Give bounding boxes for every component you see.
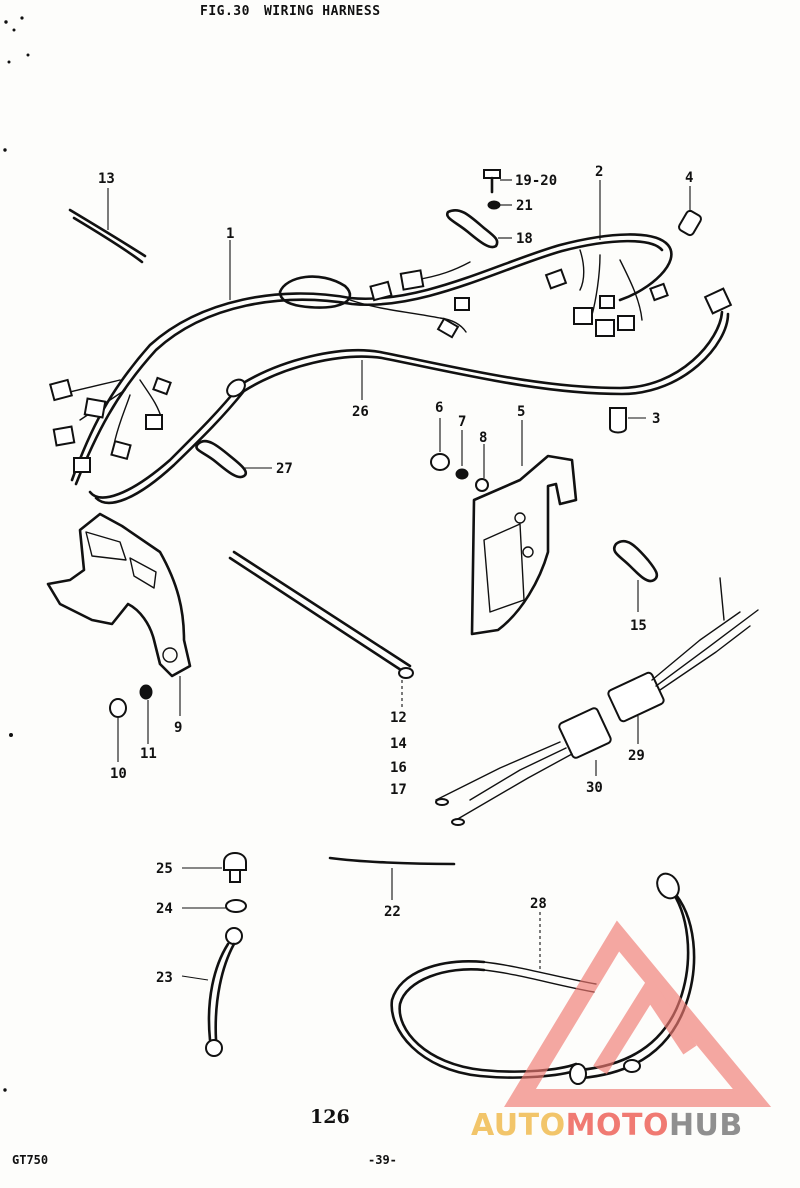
- watermark-logo-icon: [504, 920, 772, 1107]
- page-number: 126: [310, 1106, 350, 1128]
- callout-12: 12: [390, 710, 407, 726]
- cable-tie-22: [328, 856, 456, 866]
- watermark-part-hub: HUB: [668, 1108, 743, 1143]
- callout-5: 5: [517, 404, 525, 420]
- callout-6: 6: [435, 400, 443, 416]
- callout-28: 28: [530, 896, 547, 912]
- callout-15: 15: [630, 618, 647, 634]
- nut-8: [475, 478, 489, 492]
- cap-3: [609, 407, 627, 434]
- secondary-harness: [88, 310, 730, 505]
- washer-11: [139, 684, 153, 700]
- bracket-5: [470, 454, 578, 636]
- main-wiring-harness: [49, 233, 733, 486]
- callout-16: 16: [390, 760, 407, 776]
- watermark-part-auto: AUTO: [471, 1108, 566, 1143]
- callout-26: 26: [352, 404, 369, 420]
- washer-21: [487, 200, 501, 210]
- callout-30: 30: [586, 780, 603, 796]
- scan-speckles: [3, 16, 30, 1092]
- leader-lines: [107, 179, 691, 981]
- callout-1: 1: [226, 226, 234, 242]
- rod-12: [228, 550, 414, 679]
- callout-8: 8: [479, 430, 487, 446]
- ground-wire-23: [205, 927, 243, 1057]
- bulb-4: [678, 209, 702, 237]
- callout-13: 13: [98, 171, 115, 187]
- cable-band-13: [68, 208, 147, 264]
- callout-29: 29: [628, 748, 645, 764]
- watermark-part-moto: MOTO: [565, 1108, 669, 1143]
- callout-4: 4: [685, 170, 693, 186]
- callout-17: 17: [390, 782, 407, 798]
- bolt-6: [430, 453, 450, 471]
- callout-21: 21: [516, 198, 533, 214]
- clamp-27: [195, 439, 248, 479]
- callout-22: 22: [384, 904, 401, 920]
- bolt-25: [223, 852, 247, 883]
- callout-18: 18: [516, 231, 533, 247]
- callout-numbers: 1 2 3 4 5 6 7 8 9 10 11 12 13 14 15 16 1…: [98, 164, 693, 986]
- clamp-15: [612, 539, 659, 583]
- bracket-9: [46, 512, 192, 678]
- callout-11: 11: [140, 746, 157, 762]
- washer-7: [455, 468, 469, 480]
- figure-number: FIG.30: [200, 4, 250, 19]
- clamp-18: [445, 208, 499, 249]
- callout-25: 25: [156, 861, 173, 877]
- callout-19-20: 19-20: [515, 173, 557, 189]
- connector-30: [435, 707, 612, 826]
- figure-header: FIG.30 WIRING HARNESS: [200, 4, 395, 19]
- connector-29: [607, 577, 759, 723]
- watermark-text: AUTOMOTOHUB: [471, 1108, 743, 1143]
- callout-10: 10: [110, 766, 127, 782]
- callout-7: 7: [458, 414, 466, 430]
- bolt-10: [109, 698, 127, 718]
- figure-title: WIRING HARNESS: [263, 4, 381, 19]
- callout-3: 3: [652, 411, 660, 427]
- callout-9: 9: [174, 720, 182, 736]
- washer-24: [225, 899, 247, 913]
- screw-19-20: [483, 169, 501, 194]
- callout-2: 2: [595, 164, 603, 180]
- callout-27: 27: [276, 461, 293, 477]
- callout-24: 24: [156, 901, 173, 917]
- model-code: GT750: [12, 1153, 49, 1167]
- page-footer: -39-: [368, 1153, 397, 1167]
- callout-14: 14: [390, 736, 407, 752]
- callout-23: 23: [156, 970, 173, 986]
